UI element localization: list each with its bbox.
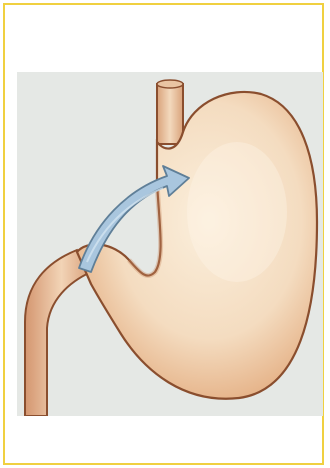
stomach-illustration <box>17 72 323 416</box>
esophagus-tube <box>157 84 183 144</box>
figure-frame <box>3 3 324 465</box>
